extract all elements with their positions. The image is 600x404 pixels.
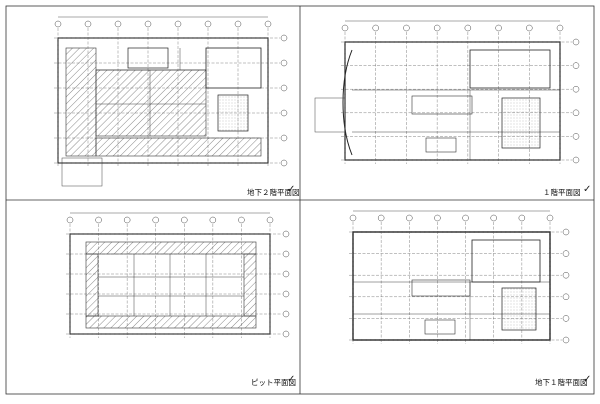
b1-grid-bubble: [562, 336, 570, 344]
b2-grid-bubble: [234, 20, 242, 28]
f1-grid-bubble: [572, 133, 580, 140]
b2-grid-bubble: [264, 20, 272, 28]
pit-grid-bubble: [282, 230, 290, 238]
panel-title-pit: ピット平面図: [251, 378, 296, 387]
f1-grid-bubble: [341, 24, 349, 32]
b1-grid-bubble: [434, 214, 441, 222]
panel-1f-plan: [314, 41, 561, 161]
f1-approach: [314, 97, 346, 133]
b1-grid-bubble: [562, 271, 570, 279]
f1-grid-bubble: [526, 24, 533, 32]
b1-grid-bubble: [406, 214, 413, 222]
b2-hatch-left: [65, 47, 97, 157]
panel-b2-plan: [57, 37, 269, 187]
b1-grid-bubble: [462, 214, 469, 222]
b1-room-b: [424, 319, 456, 335]
pit-grid-bubble: [152, 216, 159, 224]
f1-room-a: [411, 95, 473, 115]
pit-grid-bubble: [209, 216, 217, 224]
panel-title-b1: 地下１階平面図: [535, 378, 588, 387]
b1-grid-bubble: [562, 315, 570, 322]
f1-grid-bubble: [372, 24, 379, 32]
pit-hatch-right: [243, 253, 257, 317]
b2-grid-bubble: [280, 134, 288, 142]
b2-grid-bubble: [280, 59, 288, 67]
b2-core: [205, 47, 262, 89]
b1-grid-bubble: [377, 214, 385, 222]
pit-grid-bubble: [66, 216, 74, 224]
b2-grid-bubble: [204, 20, 212, 28]
pit-grid-bubble: [123, 216, 131, 224]
b1-stair: [501, 287, 537, 331]
b1-grid-bubble: [562, 293, 570, 301]
pit-grid-bubble: [282, 270, 290, 278]
b1-core: [471, 239, 541, 283]
f1-core-top: [469, 49, 551, 89]
pit-hatch-top: [85, 241, 257, 255]
pit-grid-bubble: [282, 250, 290, 258]
pit-grid-bubble: [95, 216, 102, 224]
f1-grid-bubble: [572, 85, 580, 93]
b2-grid-bubble: [280, 109, 288, 117]
b2-grid-bubble: [144, 20, 152, 28]
pit-grid-bubble: [282, 310, 290, 318]
f1-grid-bubble: [572, 156, 580, 164]
f1-grid-bubble: [433, 24, 441, 32]
check-pen-icon: ✓: [287, 374, 296, 385]
pit-hatch-bottom: [85, 315, 257, 329]
pit-grid-bubble: [181, 216, 188, 224]
b2-hatch-bottom: [95, 137, 262, 157]
f1-grid-bubble: [572, 62, 580, 69]
f1-grid-bubble: [572, 109, 580, 117]
pit-hatch-left: [85, 253, 99, 317]
b2-grid-bubble: [280, 84, 288, 92]
check-pen-icon: ✓: [583, 184, 592, 195]
b1-grid-bubble: [546, 214, 554, 222]
b2-legend: [61, 157, 103, 187]
b2-grid-bubble: [84, 20, 92, 28]
panel-b1-plan: [352, 231, 551, 341]
f1-curved-wall: [342, 49, 353, 156]
b1-room-a: [411, 279, 471, 297]
b1-grid-bubble: [518, 214, 526, 222]
f1-grid-bubble: [572, 38, 580, 46]
b2-grid-bubble: [54, 20, 62, 28]
f1-grid-bubble: [556, 24, 564, 32]
f1-grid-bubble: [495, 24, 502, 32]
b1-grid-bubble: [349, 214, 357, 222]
b2-hatch-center: [95, 69, 207, 137]
b1-grid-bubble: [562, 228, 570, 236]
b2-grid-bubble: [174, 20, 182, 28]
pit-grid-bubble: [238, 216, 245, 224]
panel-title-b2: 地下２階平面図: [247, 188, 300, 197]
b2-grid-bubble: [280, 34, 288, 42]
f1-stair: [501, 97, 541, 149]
check-pen-icon: ✓: [583, 374, 592, 385]
panel-title-1f: １階平面図: [543, 188, 581, 197]
f1-room-b: [425, 137, 457, 153]
b2-grid-bubble: [280, 159, 288, 167]
pit-grid-bubble: [282, 330, 290, 338]
check-pen-icon: ✓: [287, 184, 296, 195]
b2-grid-bubble: [114, 20, 122, 28]
f1-grid-bubble: [403, 24, 410, 32]
b1-grid-bubble: [490, 214, 497, 222]
pit-grid-bubble: [266, 216, 274, 224]
pit-grid-bubble: [282, 290, 290, 298]
b1-grid-bubble: [562, 250, 570, 257]
f1-grid-bubble: [464, 24, 472, 32]
